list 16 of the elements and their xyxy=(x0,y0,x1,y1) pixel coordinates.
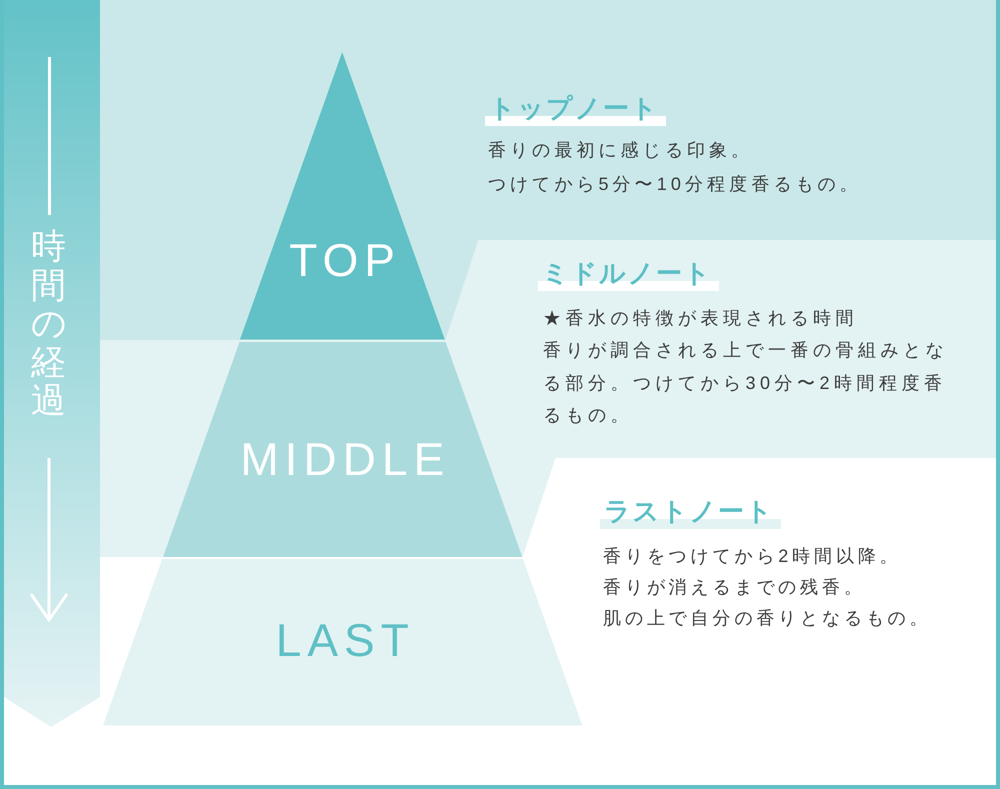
pyramid-base-tier xyxy=(102,558,582,725)
description-text: 香りが消えるまでの残香。 xyxy=(603,576,867,599)
time-banner xyxy=(4,0,100,727)
description-text: 肌の上で自分の香りとなるもの。 xyxy=(603,607,932,630)
description-text: 香りの最初に感じる印象。 xyxy=(488,139,754,162)
tier-label: MIDDLE xyxy=(239,434,450,484)
description-text: ★香水の特徴が表現される時間 xyxy=(543,307,859,330)
description-text: つけてから5分〜10分程度香るもの。 xyxy=(488,173,863,196)
tier-label: TOP xyxy=(288,235,401,285)
section-heading: トップノート xyxy=(485,94,666,126)
vertical-label: 時間の経過 xyxy=(31,228,66,420)
tier-label: LAST xyxy=(274,615,415,665)
pyramid-apex-triangle xyxy=(240,52,444,340)
description-text: 香りが調合される上で一番の骨組みとなる部分。つけてから30分〜2時間程度香るもの。 xyxy=(543,339,949,427)
section-heading: ミドルノート xyxy=(538,259,719,291)
description-text: 香りをつけてから2時間以降。 xyxy=(603,545,903,568)
